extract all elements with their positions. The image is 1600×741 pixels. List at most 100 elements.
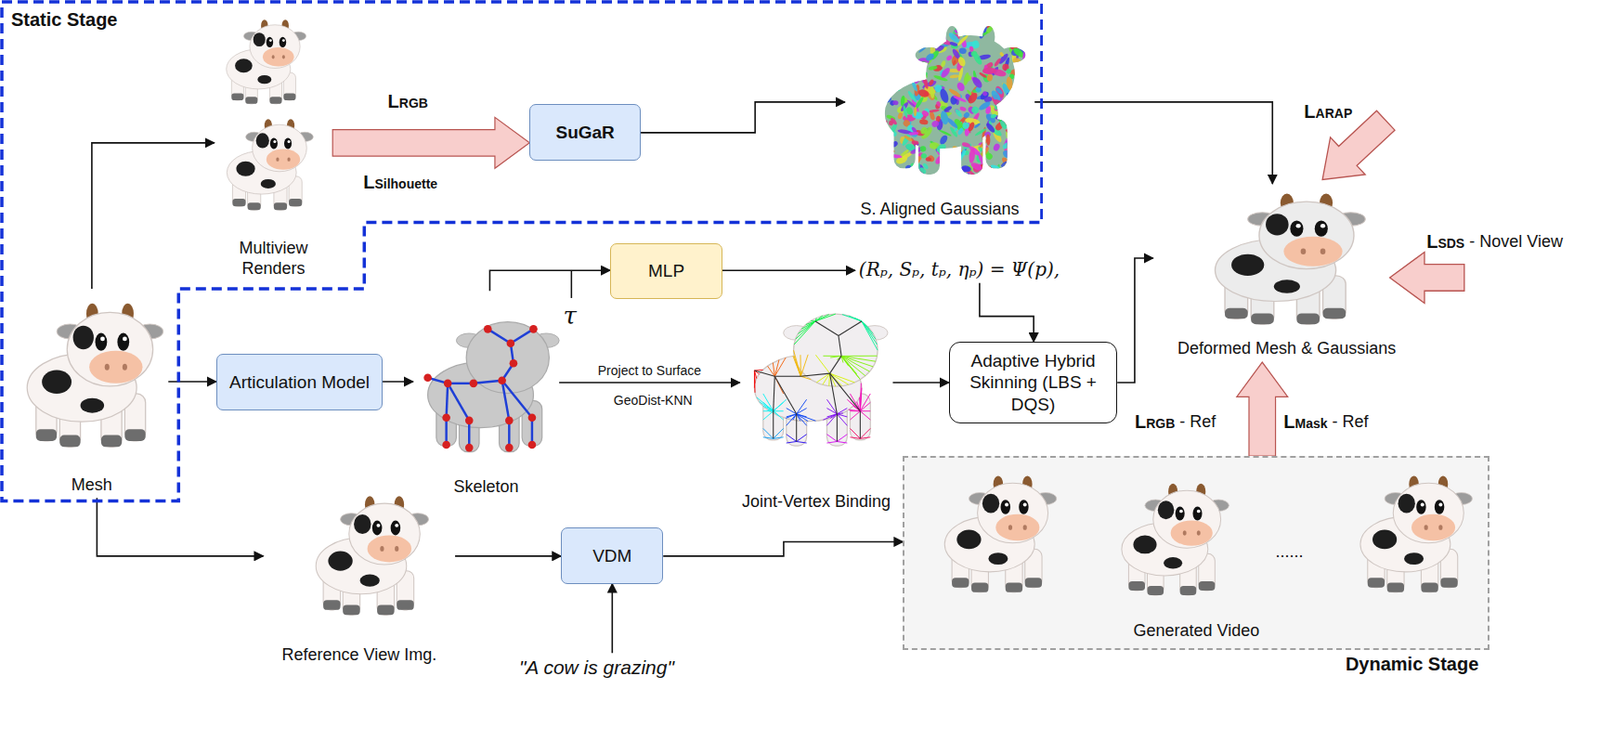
binding-figure xyxy=(793,321,816,345)
aligned-gaussians-figure xyxy=(880,149,896,153)
multiview-render xyxy=(272,54,275,59)
aligned-gaussians-figure xyxy=(982,66,997,75)
aligned-gaussians-figure xyxy=(1004,25,1015,35)
aligned-gaussians-figure xyxy=(997,30,1010,47)
aligned-gaussians-figure xyxy=(959,105,967,113)
aligned-gaussians-figure xyxy=(869,96,877,105)
deformed-figure xyxy=(1259,201,1354,270)
reference-figure xyxy=(396,599,414,611)
binding-figure xyxy=(841,355,866,376)
video-frames xyxy=(904,457,1488,649)
aligned-gaussians-figure xyxy=(882,158,893,168)
video-frame xyxy=(1387,583,1405,593)
aligned-gaussians-figure xyxy=(907,90,919,104)
aligned-gaussians-figure xyxy=(1027,153,1037,161)
skeleton-figure xyxy=(443,379,453,389)
skeleton-figure xyxy=(446,383,449,418)
aligned-gaussians-figure xyxy=(919,118,929,126)
aligned-gaussians-figure xyxy=(1014,153,1028,162)
binding-figure xyxy=(763,428,774,439)
aligned-gaussians-figure xyxy=(1007,17,1014,26)
aligned-gaussians-figure xyxy=(886,13,895,30)
aligned-gaussians-figure xyxy=(1001,22,1012,34)
multiview-render xyxy=(257,75,272,84)
binding-figure xyxy=(859,410,871,412)
video-frame xyxy=(972,583,989,593)
aligned-gaussians-figure xyxy=(911,35,922,45)
aligned-gaussians-figure xyxy=(890,154,903,159)
aligned-gaussians-figure xyxy=(884,35,897,50)
aligned-gaussians-figure xyxy=(871,88,877,103)
aligned-gaussians-figure xyxy=(976,153,987,168)
binding-figure xyxy=(861,321,878,345)
skeleton-figure xyxy=(442,441,451,450)
tau-line xyxy=(571,270,573,299)
aligned-gaussians-figure xyxy=(1000,110,1010,121)
figure-node: S. Aligned Gaussians xyxy=(845,12,1035,222)
aligned-gaussians-figure xyxy=(986,133,991,146)
aligned-gaussians-figure xyxy=(1024,105,1037,121)
aligned-gaussians-figure xyxy=(884,160,894,170)
binding-figure xyxy=(836,414,838,443)
box-label: Articulation Model xyxy=(229,371,370,393)
aligned-gaussians-figure xyxy=(912,72,928,81)
aligned-gaussians-figure xyxy=(1023,163,1028,174)
aligned-gaussians-figure xyxy=(1017,163,1024,172)
aligned-gaussians-figure xyxy=(865,13,1039,184)
deformed-figure xyxy=(1296,313,1320,326)
multiview-render xyxy=(270,137,278,149)
aligned-gaussians-figure xyxy=(1022,26,1030,40)
aligned-gaussians-figure xyxy=(1005,91,1011,99)
aligned-gaussians-figure xyxy=(1023,32,1032,40)
aligned-gaussians-figure xyxy=(1027,150,1033,161)
aligned-gaussians-figure xyxy=(965,89,972,96)
figure-node: Reference View Img. xyxy=(263,481,456,669)
binding-figure xyxy=(815,313,836,322)
aligned-gaussians-figure xyxy=(897,170,902,179)
aligned-gaussians-figure xyxy=(960,18,969,28)
mesh-figure xyxy=(95,333,108,352)
video-frame xyxy=(1367,578,1385,588)
multiview-render xyxy=(266,37,274,48)
reference-figure xyxy=(390,520,402,536)
text-node: "A cow is grazing" xyxy=(515,652,678,682)
binding-figure xyxy=(849,410,860,412)
deformed-figure xyxy=(1231,254,1264,276)
aligned-gaussians-figure xyxy=(898,64,906,76)
aligned-gaussians-figure xyxy=(907,41,922,49)
aligned-gaussians-figure xyxy=(885,42,897,57)
aligned-gaussians-figure xyxy=(1005,67,1013,75)
reference-figure xyxy=(394,546,399,552)
aligned-gaussians-figure xyxy=(932,17,940,26)
skeleton-figure xyxy=(447,383,469,421)
aligned-gaussians-figure xyxy=(930,16,943,29)
video-frame xyxy=(1404,552,1425,565)
binding-figure xyxy=(849,411,860,420)
stage-heading: Dynamic Stage xyxy=(1345,653,1479,676)
process-box: SuGaR xyxy=(529,104,641,160)
edge-note: GeoDist-KNN xyxy=(613,389,693,412)
binding-figure xyxy=(795,321,816,339)
flow-arrow xyxy=(640,102,846,133)
aligned-gaussians-figure xyxy=(1013,13,1030,27)
loss-note: - Novel View xyxy=(1469,230,1563,253)
mesh-figure xyxy=(117,333,130,352)
binding-figure xyxy=(826,408,837,415)
video-frame xyxy=(1183,530,1187,535)
aligned-gaussians-figure xyxy=(953,107,963,118)
binding-figure xyxy=(763,437,774,440)
binding-figure xyxy=(841,355,870,372)
aligned-gaussians-figure xyxy=(979,30,989,38)
multiview-render xyxy=(262,47,295,67)
aligned-gaussians-figure xyxy=(1000,167,1004,183)
multiview-render xyxy=(279,37,287,48)
loss-note: - Ref xyxy=(1179,410,1216,433)
aligned-gaussians-figure xyxy=(962,121,971,131)
video-frame xyxy=(1393,482,1465,544)
skeleton-figure xyxy=(423,373,432,382)
aligned-gaussians-figure xyxy=(928,16,939,26)
binding-figure xyxy=(836,414,847,426)
aligned-gaussians-figure xyxy=(908,39,914,55)
multiview-render xyxy=(282,54,286,59)
skeleton-figure xyxy=(507,338,516,348)
